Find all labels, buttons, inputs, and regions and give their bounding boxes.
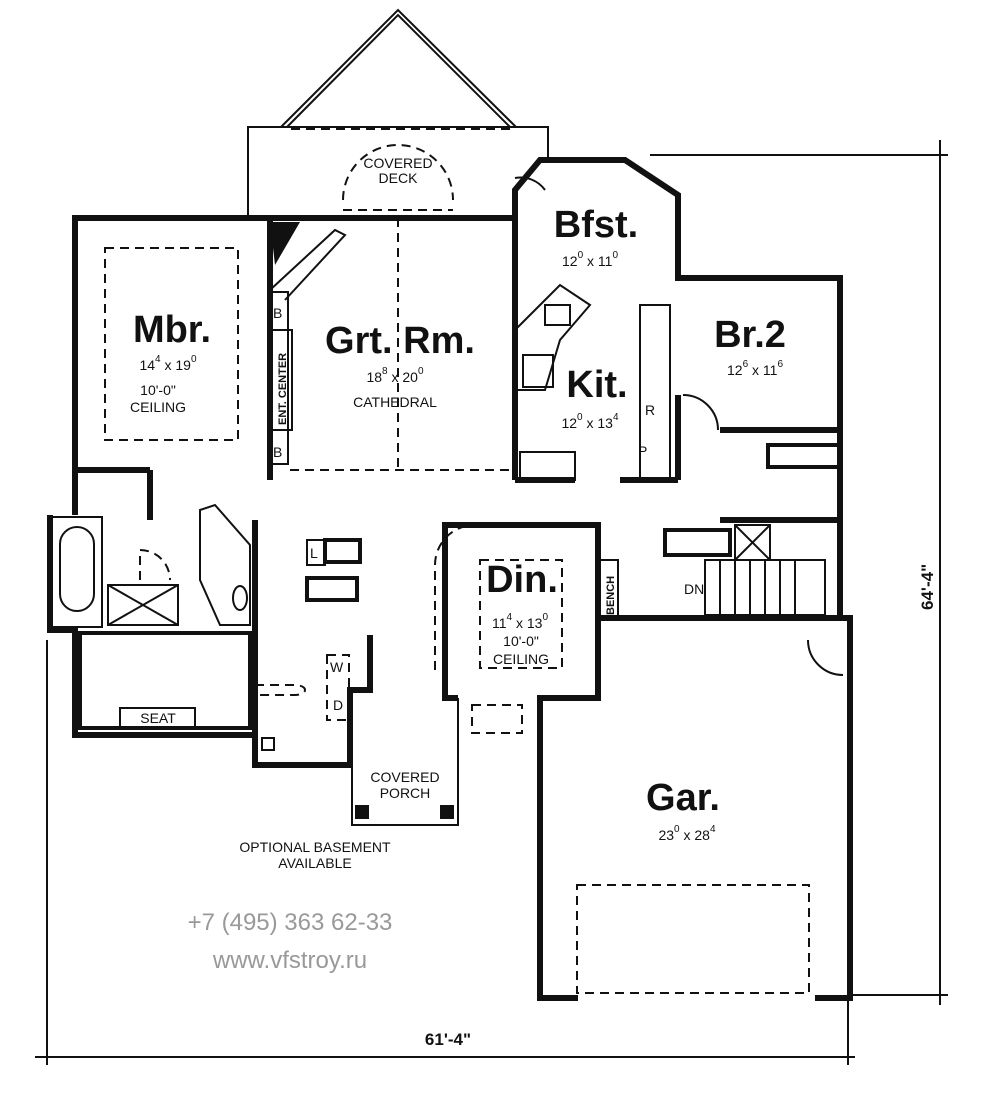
- basement-note: OPTIONAL BASEMENT: [239, 839, 391, 855]
- stairs: DN: [663, 524, 826, 616]
- covered-deck-label: COVERED: [363, 155, 432, 171]
- covered-deck: COVERED DECK: [247, 8, 549, 218]
- room-great-room: Grt. Rm. 188 x 200 CATHEDRAL: [290, 218, 515, 471]
- covered-deck-label: DECK: [379, 170, 419, 186]
- ceiling-height: 10'-0": [140, 382, 176, 398]
- room-name: Br.2: [714, 314, 786, 356]
- exterior-walls: [47, 157, 853, 1001]
- room-dimensions: 188 x 200: [366, 366, 424, 385]
- bookshelf-label: B: [273, 305, 282, 321]
- room-mbr: Mbr. 144 x 190 10'-0" CEILING: [104, 247, 239, 441]
- room-dimensions: 120 x 110: [562, 250, 618, 269]
- room-name: Grt. Rm.: [325, 320, 475, 362]
- ceiling-height: 10'-0": [503, 633, 539, 649]
- room-dimensions: 120 x 134: [561, 412, 619, 431]
- room-dimensions: 114 x 130: [492, 612, 548, 631]
- porch-label: COVERED: [370, 769, 439, 785]
- porch-label: PORCH: [380, 785, 431, 801]
- room-name: Bfst.: [554, 204, 638, 246]
- room-bedroom-2: Br.2 126 x 116: [682, 314, 842, 469]
- width-dimension: 61'-4": [425, 1030, 471, 1049]
- stairs-down-label: DN: [684, 581, 704, 597]
- bench-label: BENCH: [605, 576, 617, 615]
- laundry-area: L W D: [255, 538, 362, 751]
- room-name: Gar.: [646, 777, 720, 819]
- seat-label: SEAT: [140, 710, 176, 726]
- covered-porch: COVERED PORCH: [351, 690, 523, 826]
- bookshelf-label: B: [273, 444, 282, 460]
- basement-note: AVAILABLE: [278, 855, 351, 871]
- ent-center-label: ENT. CENTER: [277, 353, 289, 425]
- room-garage: Gar. 230 x 284: [576, 639, 844, 994]
- room-breakfast-kitchen: Bfst. 120 x 110 Kit. 120 x 134 R P: [514, 176, 671, 481]
- room-name: Mbr.: [133, 309, 211, 351]
- room-dimensions: 144 x 190: [139, 354, 197, 373]
- dimension-lines: 64'-4" 61'-4": [35, 140, 948, 1065]
- washer-label: W: [330, 659, 344, 675]
- watermark: +7 (495) 363 62-33 www.vfstroy.ru: [188, 909, 393, 974]
- depth-dimension: 64'-4": [918, 564, 937, 610]
- ceiling-label: CEILING: [130, 399, 186, 415]
- room-dimensions: 230 x 284: [658, 824, 716, 843]
- dryer-label: D: [333, 697, 343, 713]
- master-bath: SEAT: [51, 503, 252, 730]
- refrigerator-label: R: [645, 402, 655, 418]
- ceiling-label: CEILING: [493, 651, 549, 667]
- room-name: Kit.: [566, 364, 627, 406]
- pantry-label: P: [638, 443, 647, 459]
- room-dimensions: 126 x 116: [727, 359, 783, 378]
- entertainment-center: ENT. CENTER B B: [269, 222, 347, 465]
- room-dining: Din. 114 x 130 10'-0" CEILING BENCH: [434, 524, 619, 670]
- laundry-sink-label: L: [310, 545, 318, 561]
- watermark-url: www.vfstroy.ru: [212, 947, 367, 974]
- ceiling-note: CATHEDRAL: [353, 394, 437, 410]
- watermark-phone: +7 (495) 363 62-33: [188, 909, 393, 936]
- room-name: Din.: [486, 559, 558, 601]
